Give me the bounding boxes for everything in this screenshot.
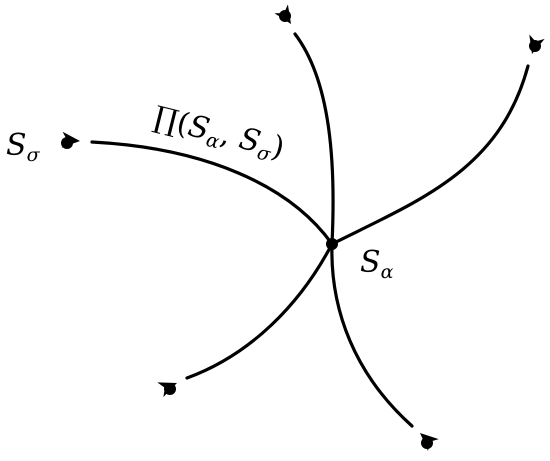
node-s-alpha	[326, 238, 338, 250]
node-top-right	[529, 40, 541, 52]
label-s-sigma: Sσ	[6, 128, 41, 166]
node-bottom-right	[421, 437, 433, 449]
svg-text:∏(Sα, Sσ): ∏(Sα, Sσ)	[149, 100, 288, 169]
path-to-bottom-left-node	[185, 242, 334, 380]
node-top	[279, 10, 291, 22]
path-to-s-sigma	[90, 140, 334, 246]
node-bottom-left	[164, 383, 176, 395]
label-path-pi: ∏(Sα, Sσ)	[149, 100, 288, 169]
path-to-top-right-node	[330, 64, 530, 246]
path-to-top-node	[293, 32, 335, 246]
label-s-alpha: Sα	[360, 245, 394, 283]
node-s-sigma	[61, 137, 73, 149]
path-to-bottom-right-node	[330, 242, 414, 428]
